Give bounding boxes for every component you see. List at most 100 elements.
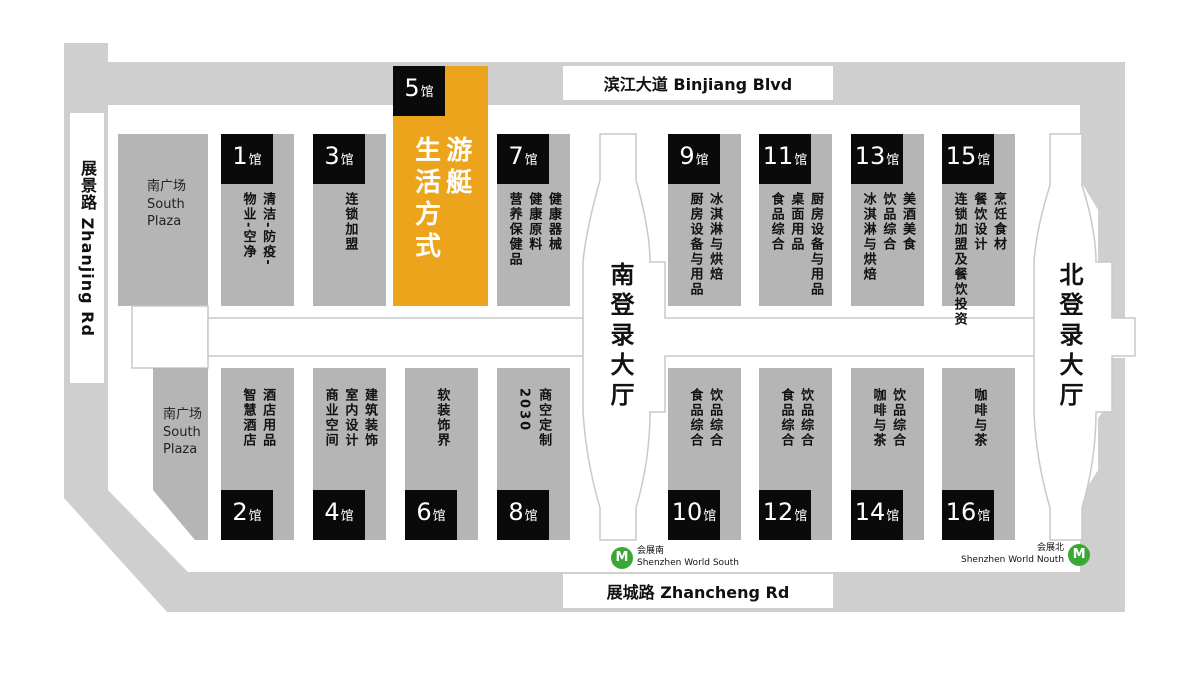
road-network: [64, 43, 1135, 612]
hall-suffix: 馆: [977, 153, 991, 168]
plaza-upper-en1: South: [147, 196, 185, 212]
north-lobby-shape: [1033, 133, 1136, 541]
hall-category-text: 饮品综合: [880, 192, 896, 252]
hall-category-text: 饮品综合: [890, 388, 906, 448]
hall-suffix: 馆: [340, 153, 354, 168]
hall-category-text: 营养保健品: [506, 192, 522, 267]
hall-category-text: 咖啡与茶: [870, 388, 886, 448]
hall-number: 5: [404, 74, 420, 102]
hall-category-text: 食品综合: [687, 388, 703, 448]
hall-category-text: 咖啡与茶: [971, 388, 987, 448]
hall-category-text: 建筑装饰: [361, 388, 377, 448]
plaza-label-upper: 南广场 South Plaza: [147, 178, 186, 231]
south-plaza-lower: [153, 368, 208, 540]
metro-north-en: Shenzhen World Nouth: [961, 554, 1065, 565]
hall-suffix: 馆: [794, 153, 808, 168]
metro-icon: M: [1068, 543, 1091, 566]
south-lobby-shape: [582, 133, 1061, 541]
lobby-label-south: 南登录大厅: [606, 262, 634, 412]
hall-category-text: 连锁加盟: [342, 192, 358, 252]
hall-suffix: 馆: [886, 153, 900, 168]
hall-number: 10: [671, 498, 703, 526]
hall-suffix: 馆: [420, 85, 434, 100]
hall-category-text: 商空定制: [536, 388, 552, 448]
lobby-label-north: 北登录大厅: [1055, 262, 1083, 412]
hall-category-text: 桌面用品: [788, 192, 804, 252]
plaza-label-lower: 南广场 South Plaza: [163, 406, 202, 459]
hall-category-text: 厨房设备与用品: [687, 192, 703, 297]
hall-category-list: 建筑装饰室内设计商业空间: [313, 388, 386, 448]
plaza-upper-cn: 南广场: [147, 179, 187, 194]
hall-number: 1: [232, 142, 248, 170]
hall-number: 8: [508, 498, 524, 526]
hall-category-list: 厨房设备与用品桌面用品食品综合: [759, 192, 832, 297]
hall-suffix: 馆: [794, 509, 808, 524]
hall-suffix: 馆: [432, 509, 446, 524]
hall-category-text: 连锁加盟及餐饮投资: [951, 192, 967, 327]
metro-station-north[interactable]: M 会展北 Shenzhen World Nouth: [961, 543, 1091, 566]
hall-category-list: 饮品综合咖啡与茶: [851, 388, 924, 448]
hall-number: 2: [232, 498, 248, 526]
metro-station-south[interactable]: M 会展南 Shenzhen World South: [611, 546, 739, 569]
hall-category-text: 游艇: [441, 136, 472, 200]
hall-number: 12: [762, 498, 794, 526]
hall-category-text: 冰淇淋与烘焙: [860, 192, 876, 282]
hall-number: 9: [679, 142, 695, 170]
hall-suffix: 馆: [886, 509, 900, 524]
hall-suffix: 馆: [524, 153, 538, 168]
hall-suffix: 馆: [695, 153, 709, 168]
hall-category-text: 物业-空净: [240, 192, 256, 260]
hall-number: 13: [854, 142, 886, 170]
hall-category-list: 烹饪食材餐饮设计连锁加盟及餐饮投资: [942, 192, 1015, 327]
hall-category-list: 游艇生活方式: [393, 136, 488, 264]
hall-category-list: 饮品综合食品综合: [668, 388, 741, 448]
hall-category-list: 饮品综合食品综合: [759, 388, 832, 448]
hall-suffix: 馆: [703, 509, 717, 524]
hall-category-text: 饮品综合: [798, 388, 814, 448]
hall-number: 11: [762, 142, 794, 170]
metro-south-text: 会展南 Shenzhen World South: [637, 546, 739, 569]
hall-category-list: 酒店用品智慧酒店: [221, 388, 294, 448]
central-corridor: [207, 317, 584, 357]
hall-category-text: 食品综合: [768, 192, 784, 252]
hall-category-text: 美酒美食: [899, 192, 915, 252]
hall-category-text: 智慧酒店: [240, 388, 256, 448]
hall-category-text: 软装饰界: [434, 388, 450, 448]
hall-category-text: 室内设计: [342, 388, 358, 448]
hall-number: 7: [508, 142, 524, 170]
hall-category-text: 烹饪食材: [990, 192, 1006, 252]
plaza-connector: [131, 305, 209, 369]
hall-suffix: 馆: [248, 509, 262, 524]
hall-category-text: 酒店用品: [260, 388, 276, 448]
